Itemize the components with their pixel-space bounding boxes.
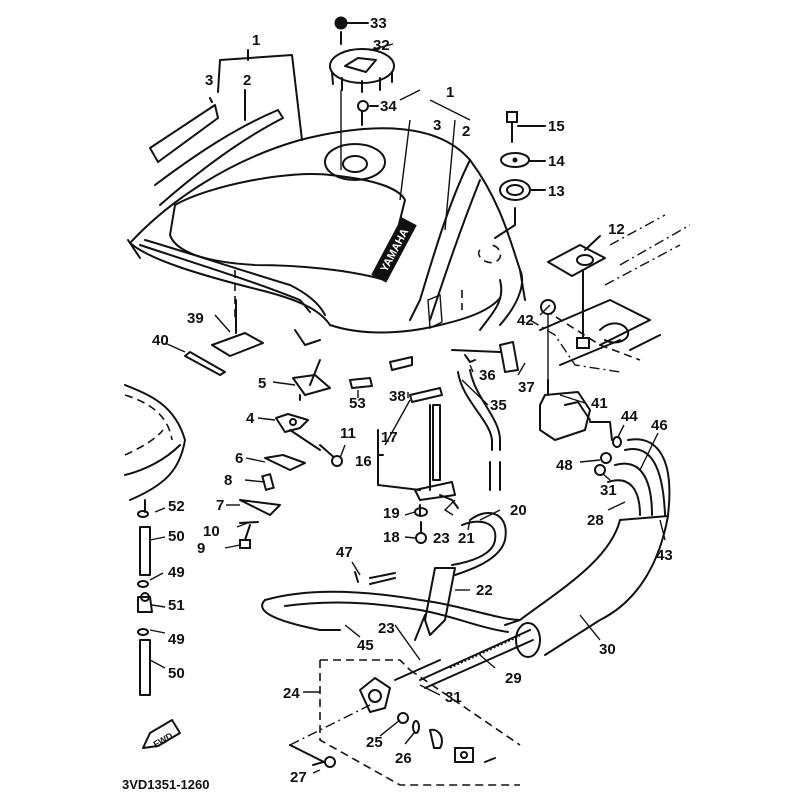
mounting-hardware [494, 111, 546, 239]
callout-51: 51 [168, 597, 185, 614]
callout-16: 16 [355, 453, 372, 470]
callout-4: 4 [246, 410, 255, 427]
decal-stripe-left [149, 49, 303, 206]
callout-19: 19 [383, 505, 400, 522]
callout-7: 7 [216, 497, 224, 514]
callout-10: 10 [203, 523, 220, 540]
callout-18: 18 [383, 529, 400, 546]
callout-1-right: 1 [446, 84, 454, 101]
callout-8: 8 [224, 472, 232, 489]
callout-3-left: 3 [205, 72, 213, 89]
callout-25: 25 [366, 734, 383, 751]
callout-26: 26 [395, 750, 412, 767]
callout-31-lower: 31 [445, 689, 462, 706]
leader-lines [149, 43, 666, 774]
callout-44: 44 [621, 408, 638, 425]
callout-24: 24 [283, 685, 300, 702]
callout-2-left: 2 [243, 72, 251, 89]
yamaha-decal: YAMAHA [371, 217, 417, 283]
filler-cap [329, 16, 395, 170]
callout-29: 29 [505, 670, 522, 687]
fuel-cock [377, 341, 519, 544]
callout-17: 17 [381, 429, 398, 446]
callout-39: 39 [187, 310, 204, 327]
callout-6: 6 [235, 450, 243, 467]
callout-1-left: 1 [252, 32, 260, 49]
callout-12: 12 [608, 221, 625, 238]
callout-50-lower: 50 [168, 665, 185, 682]
callout-36: 36 [479, 367, 496, 384]
callout-21: 21 [458, 530, 475, 547]
callout-2-right: 2 [462, 123, 470, 140]
callout-32: 32 [373, 37, 390, 54]
callout-52: 52 [168, 498, 185, 515]
callout-35: 35 [490, 397, 507, 414]
callout-43: 43 [656, 547, 673, 564]
side-cover [124, 384, 186, 501]
fuel-pump [539, 299, 622, 476]
drawing-code: 3VD1351-1260 [122, 777, 209, 792]
callout-33: 33 [370, 15, 387, 32]
exhaust-system [419, 438, 671, 689]
forward-arrow: FWD [142, 719, 181, 749]
fwd-label: FWD [152, 730, 175, 749]
callout-labels: 33 32 1 3 2 34 1 3 2 15 14 13 12 39 40 4… [152, 15, 673, 786]
callout-15: 15 [548, 118, 565, 135]
callout-23-lower: 23 [378, 620, 395, 637]
pad-parts [184, 299, 264, 376]
callout-37: 37 [518, 379, 535, 396]
fuel-sender-assembly [289, 659, 521, 786]
callout-42: 42 [517, 312, 534, 329]
callout-30: 30 [599, 641, 616, 658]
callout-38: 38 [389, 388, 406, 405]
fuel-hoses [261, 511, 521, 641]
vent-tube-assembly [137, 499, 153, 696]
callout-28: 28 [587, 512, 604, 529]
callout-47: 47 [336, 544, 353, 561]
callout-49-upper: 49 [168, 564, 185, 581]
callout-9: 9 [197, 540, 205, 557]
frame-section [529, 214, 691, 373]
callout-5: 5 [258, 375, 266, 392]
callout-50-upper: 50 [168, 528, 185, 545]
callout-31-upper: 31 [600, 482, 617, 499]
fuel-tank [127, 127, 526, 346]
callout-41: 41 [591, 395, 608, 412]
callout-40: 40 [152, 332, 169, 349]
callout-3-right: 3 [433, 117, 441, 134]
callout-23-upper: 23 [433, 530, 450, 547]
callout-53: 53 [349, 395, 366, 412]
callout-27: 27 [290, 769, 307, 786]
callout-20: 20 [510, 502, 527, 519]
callout-46: 46 [651, 417, 668, 434]
callout-22: 22 [476, 582, 493, 599]
callout-13: 13 [548, 183, 565, 200]
callout-11: 11 [340, 425, 356, 442]
callout-34: 34 [380, 98, 397, 115]
callout-14: 14 [548, 153, 565, 170]
callout-49-lower: 49 [168, 631, 185, 648]
callout-48: 48 [556, 457, 573, 474]
brackets [239, 359, 373, 549]
callout-45: 45 [357, 637, 374, 654]
